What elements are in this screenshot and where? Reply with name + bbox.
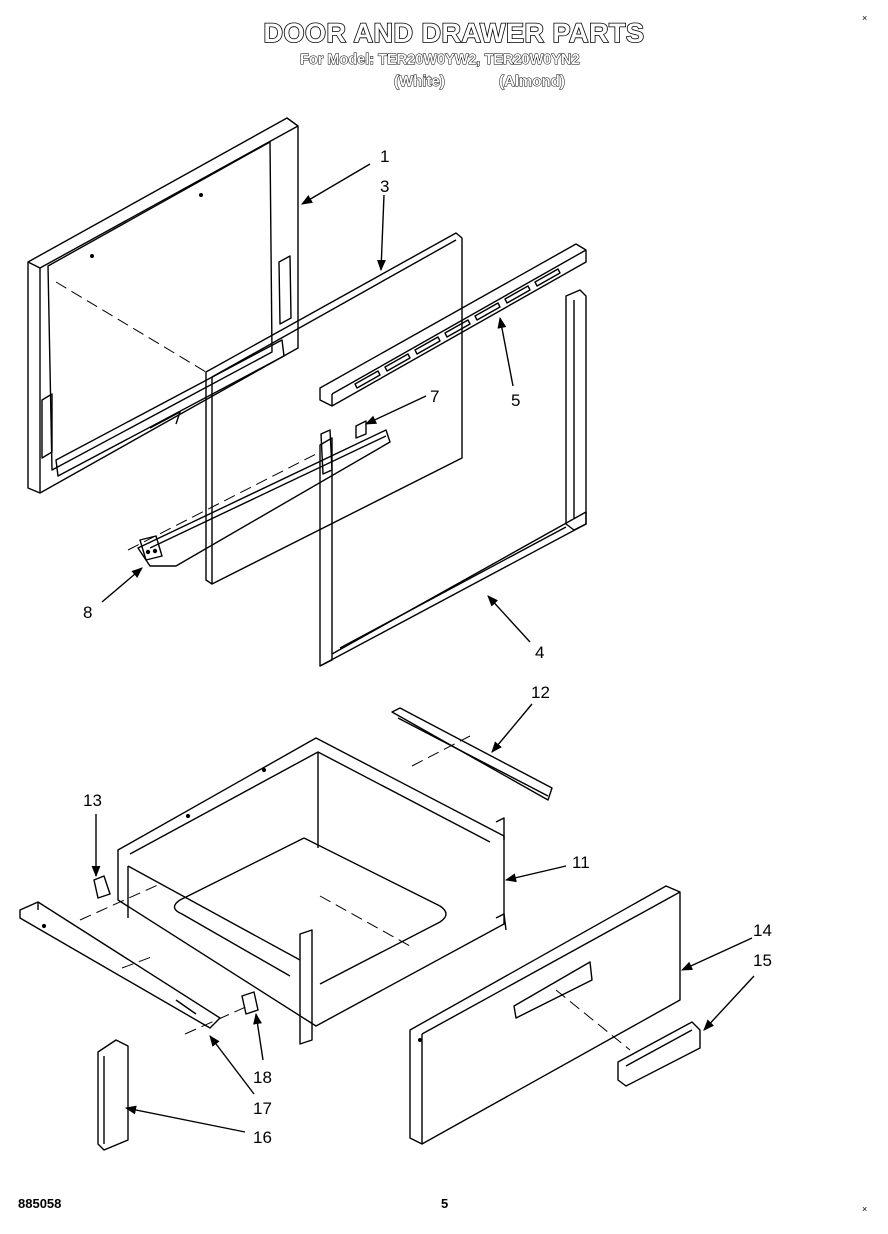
- callout-4: 4: [535, 643, 544, 662]
- callout-16: 16: [253, 1128, 272, 1147]
- model-line: For Model: TER20W0YW2, TER20W0YN2: [300, 52, 581, 69]
- variant-almond: (Almond): [499, 73, 566, 91]
- part-bumper-13: [93, 875, 111, 899]
- variant-white: (White): [394, 73, 446, 91]
- callout-1: 1: [380, 147, 389, 166]
- part-drawer-front-panel: [409, 885, 681, 1145]
- callout-5: 5: [511, 391, 520, 410]
- part-drawer-front-rail: [19, 901, 221, 1029]
- part-slide-cover: [97, 1039, 129, 1151]
- callout-15: 15: [753, 951, 772, 970]
- part-door-liner: [319, 289, 587, 667]
- callout-7: 7: [430, 387, 439, 406]
- page-title: DOOR AND DRAWER PARTS: [263, 17, 645, 49]
- callout-17: 17: [253, 1099, 272, 1118]
- part-drawer-body: [117, 737, 507, 1045]
- part-door-panel: [205, 232, 463, 585]
- callout-12: 12: [531, 683, 550, 702]
- callout-13: 13: [83, 791, 102, 810]
- callout-18: 18: [253, 1068, 272, 1087]
- part-drawer-rail: [391, 707, 553, 801]
- part-vent-trim: [319, 243, 587, 407]
- corner-mark-bottom: ×: [862, 1204, 868, 1214]
- callout-3: 3: [380, 177, 389, 196]
- part-bumper-18: [241, 991, 259, 1015]
- page-number: 5: [441, 1196, 449, 1211]
- document-code: 885058: [18, 1196, 62, 1211]
- part-handle: [617, 1021, 701, 1087]
- callout-8: 8: [83, 603, 92, 622]
- callout-14: 14: [753, 921, 772, 940]
- part-door-frame: [27, 117, 299, 494]
- callout-11: 11: [572, 853, 590, 872]
- part-hinge-channel: [137, 429, 391, 567]
- part-clip: [355, 420, 367, 439]
- corner-mark-top: ×: [862, 13, 868, 23]
